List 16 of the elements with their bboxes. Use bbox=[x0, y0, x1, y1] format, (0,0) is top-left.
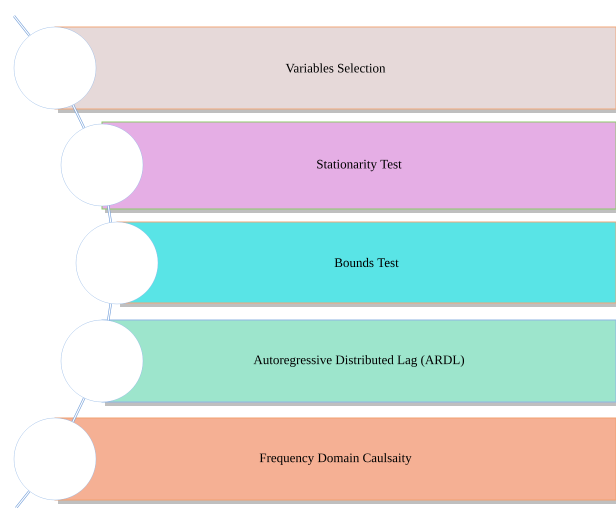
step-bar: Variables Selection bbox=[54, 26, 616, 110]
circle bbox=[14, 26, 96, 110]
spine-line bbox=[72, 398, 86, 422]
spine-line bbox=[15, 490, 30, 508]
spine-line bbox=[72, 104, 86, 128]
spine-line bbox=[107, 206, 112, 222]
step-bar: Frequency Domain Caulsaity bbox=[54, 418, 616, 500]
spine-line bbox=[13, 15, 30, 36]
circle bbox=[76, 222, 158, 304]
circle bbox=[60, 320, 144, 402]
circle bbox=[14, 418, 96, 500]
step-bar: Bounds Test bbox=[116, 222, 616, 304]
step-bar: Autoregressive Distributed Lag (ARDL) bbox=[102, 320, 616, 402]
spine-line bbox=[107, 304, 112, 320]
circle bbox=[60, 124, 144, 206]
step-bar: Stationarity Test bbox=[102, 122, 616, 210]
